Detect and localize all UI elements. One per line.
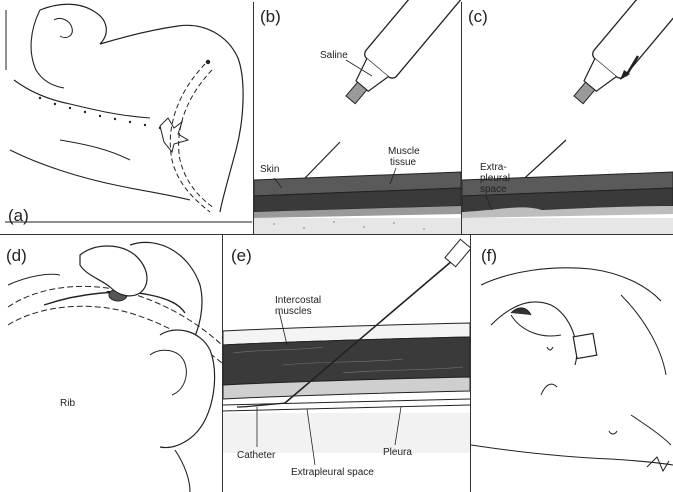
tissue-label: tissue	[390, 157, 416, 168]
panel-c: (c) Extra- pleural space	[462, 0, 673, 234]
panel-d: (d) Rib	[0, 235, 222, 492]
pleura-label: Pleura	[383, 447, 412, 458]
panel-d-label: (d)	[6, 247, 27, 265]
muscle-label: Muscle	[388, 146, 420, 157]
panel-c-illustration	[462, 0, 673, 234]
rib-label: Rib	[60, 398, 75, 409]
extrapleural-label-3: space	[480, 184, 507, 195]
panel-f: (f)	[471, 235, 673, 492]
panel-d-illustration	[0, 235, 222, 492]
panel-b-illustration	[254, 0, 461, 234]
catheter-label: Catheter	[237, 450, 275, 461]
panel-f-illustration	[471, 235, 673, 492]
panel-b-label: (b)	[260, 8, 281, 26]
skin-label: Skin	[260, 164, 279, 175]
extrapleural-label-1: Extra-	[480, 162, 507, 173]
panel-f-label: (f)	[481, 247, 497, 265]
panel-e-label: (e)	[231, 247, 252, 265]
panel-c-label: (c)	[468, 8, 488, 26]
extrapleural-label-2: pleural	[480, 173, 510, 184]
panel-a-label: (a)	[8, 207, 29, 225]
panel-a-illustration	[0, 0, 253, 234]
saline-label: Saline	[320, 50, 348, 61]
panel-a: (a)	[0, 0, 253, 234]
panel-b: (b) Saline Skin Muscle tissue	[254, 0, 461, 234]
extrapleural-space-label: Extrapleural space	[291, 467, 374, 478]
intercostal-label-1: Intercostal	[275, 295, 321, 306]
intercostal-label-2: muscles	[275, 306, 312, 317]
panel-e: (e) Intercostal muscles Catheter Pleura …	[223, 235, 470, 492]
